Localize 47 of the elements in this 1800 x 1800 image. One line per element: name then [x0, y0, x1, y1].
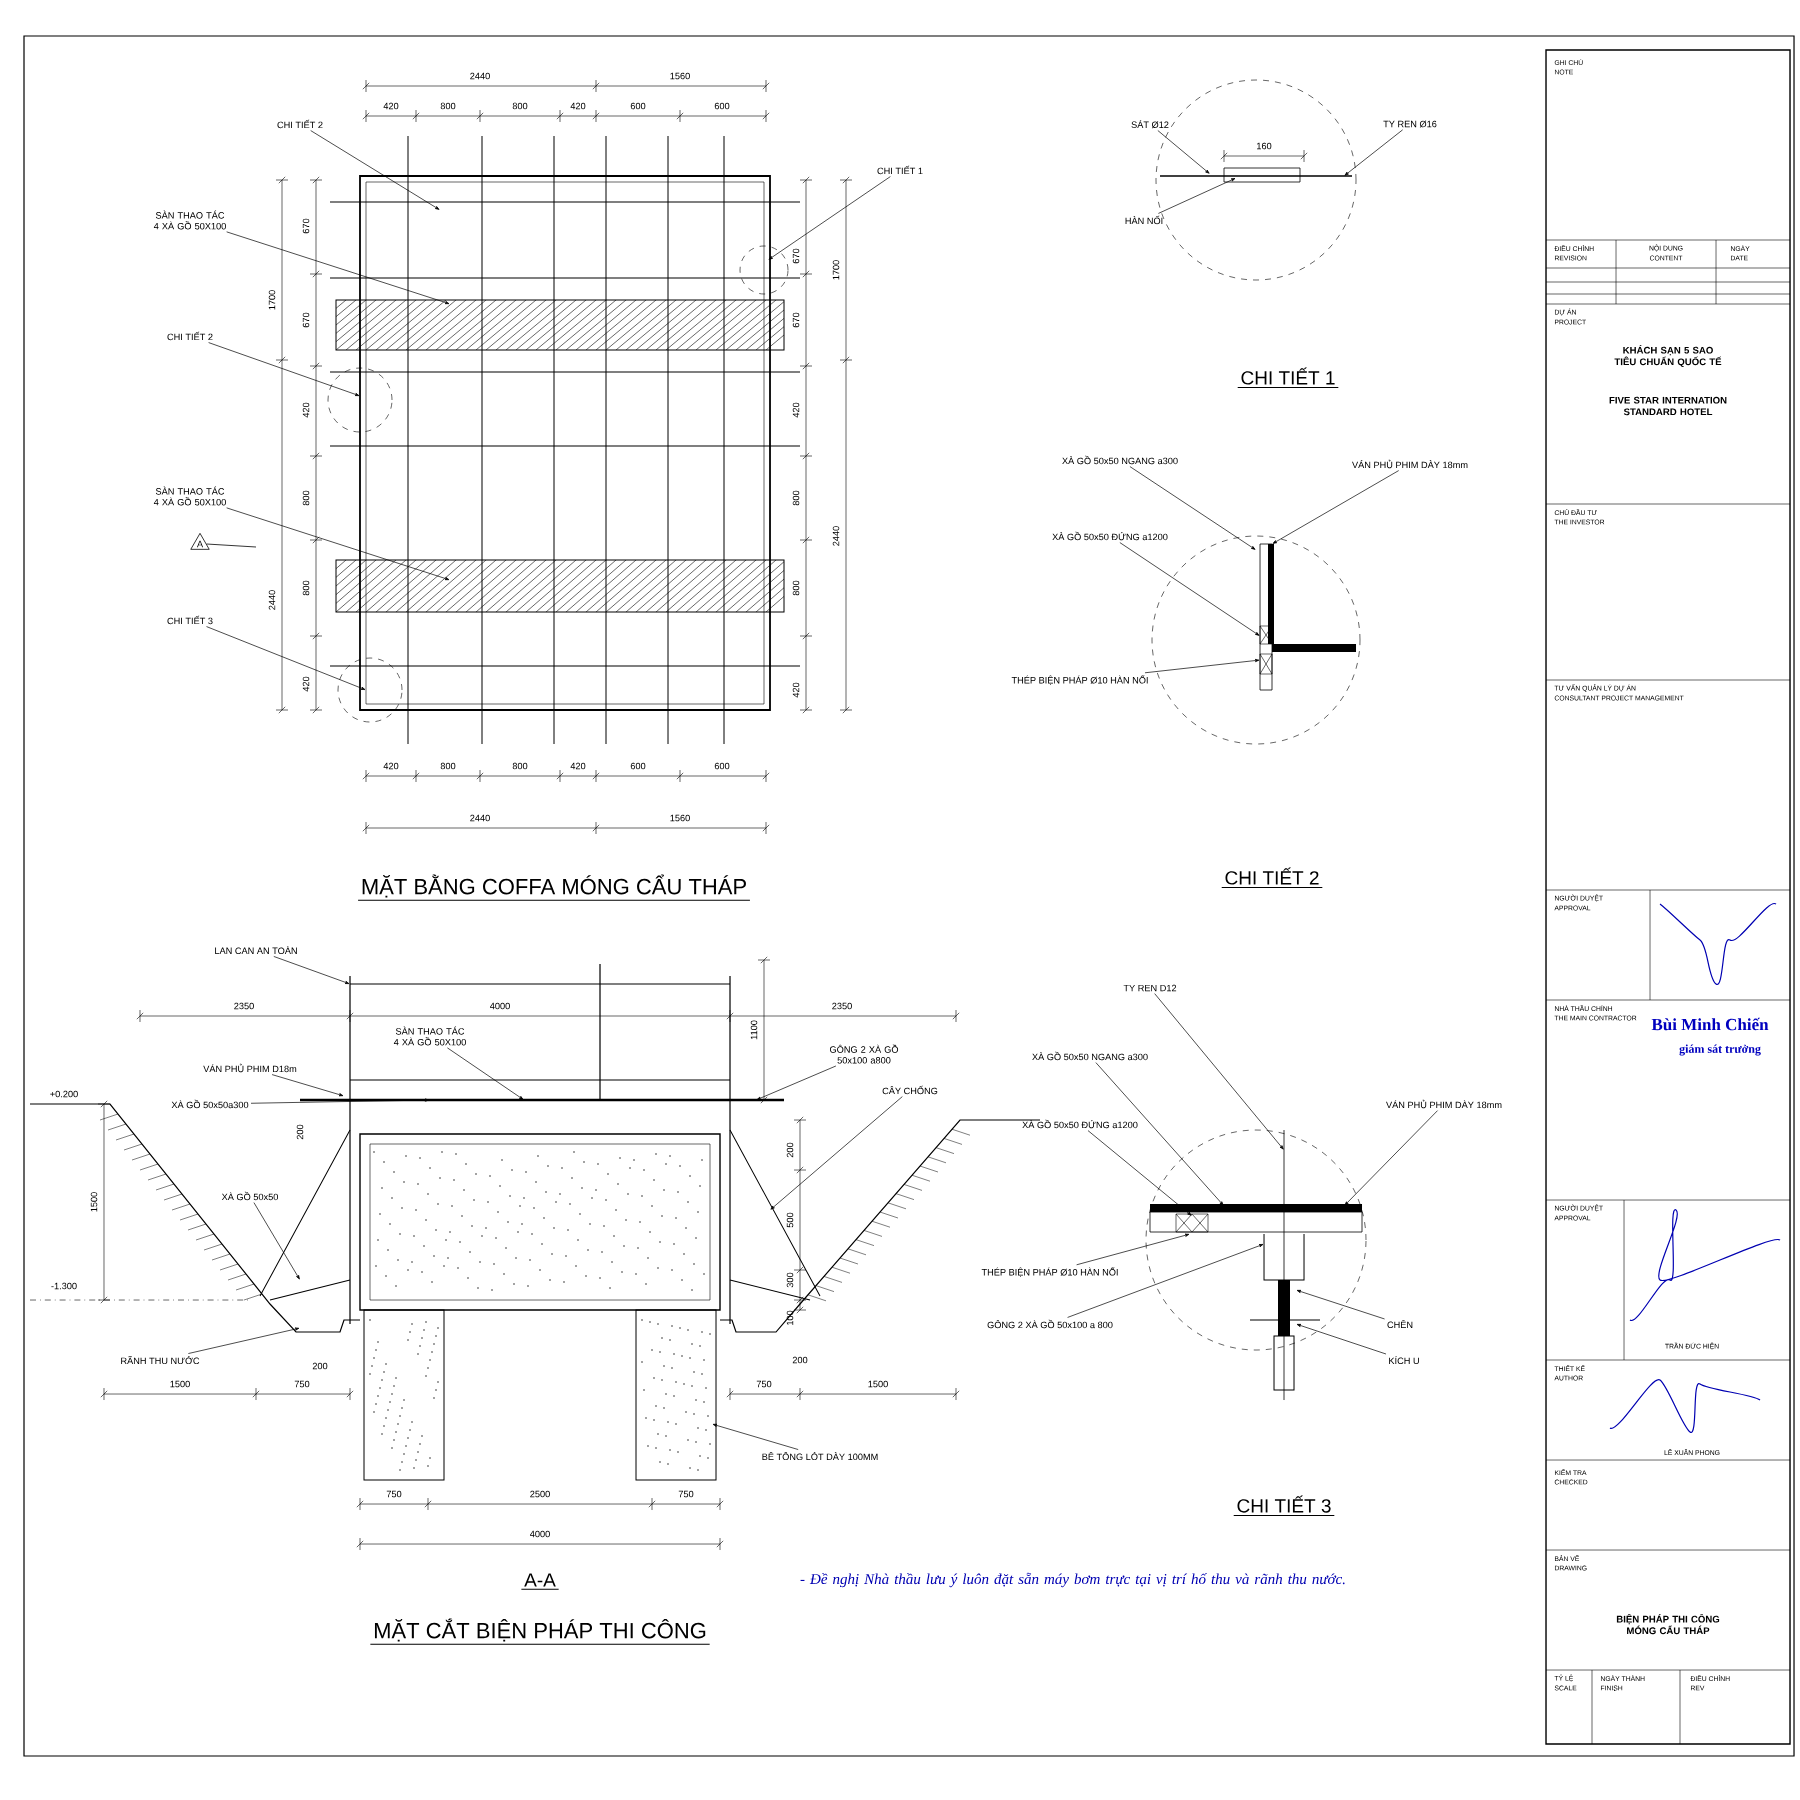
- leader-line: [756, 1065, 837, 1100]
- leader-line: [1087, 1130, 1192, 1216]
- detail-circle: [739, 245, 789, 295]
- leader-line: [1119, 542, 1260, 636]
- leader-line: [1076, 1233, 1190, 1266]
- leader-line: [253, 1202, 300, 1280]
- leader-line: [1296, 1290, 1385, 1320]
- leader-line: [208, 342, 360, 396]
- view-title: CHI TIẾT 2: [1221, 867, 1323, 888]
- leader-line: [1157, 130, 1210, 174]
- leader-line: [226, 507, 450, 581]
- view-title: CHI TIẾT 1: [1237, 367, 1339, 388]
- view-title: MẶT BẰNG COFFA MÓNG CẨU THÁP: [357, 874, 751, 901]
- leader-line: [271, 1074, 344, 1097]
- view-title: A-A: [520, 1573, 560, 1590]
- leader-line: [1144, 658, 1260, 674]
- leader-line: [1344, 129, 1403, 176]
- leader-line: [1344, 1110, 1438, 1206]
- leader-line: [1095, 1062, 1224, 1206]
- stamp-text: Bùi Minh Chiến: [1651, 1017, 1769, 1031]
- leader-line: [1272, 470, 1400, 544]
- leader-line: [226, 231, 450, 305]
- work-platform: [335, 559, 785, 613]
- leader-line: [206, 626, 366, 690]
- detail-circle: [337, 657, 403, 723]
- u-jack-drawing: [1149, 1129, 1363, 1401]
- formwork-corner-drawing: [1259, 543, 1356, 691]
- leader-line: [768, 176, 891, 260]
- concrete-footing-drawing: [359, 1133, 721, 1481]
- leader-line: [1154, 993, 1284, 1150]
- leader-line: [188, 1327, 300, 1354]
- leader-line: [712, 1423, 799, 1450]
- leader-line: [1296, 1324, 1387, 1355]
- leader-line: [1158, 178, 1236, 214]
- leader-line: [273, 956, 350, 984]
- rod-drawing: [1159, 167, 1353, 183]
- leader-line: [310, 130, 440, 210]
- leader-line: [447, 1047, 524, 1100]
- leader-line: [770, 1096, 903, 1210]
- formwork-frame: [359, 175, 771, 711]
- leader-line: [1067, 1244, 1264, 1318]
- work-platform: [335, 299, 785, 351]
- leader-line: [250, 1098, 430, 1104]
- leader-line: [1129, 466, 1256, 550]
- view-title: CHI TIẾT 3: [1233, 1495, 1335, 1516]
- view-title: MẶT CẮT BIỆN PHÁP THI CÔNG: [369, 1618, 711, 1645]
- detail-circle: [327, 367, 393, 433]
